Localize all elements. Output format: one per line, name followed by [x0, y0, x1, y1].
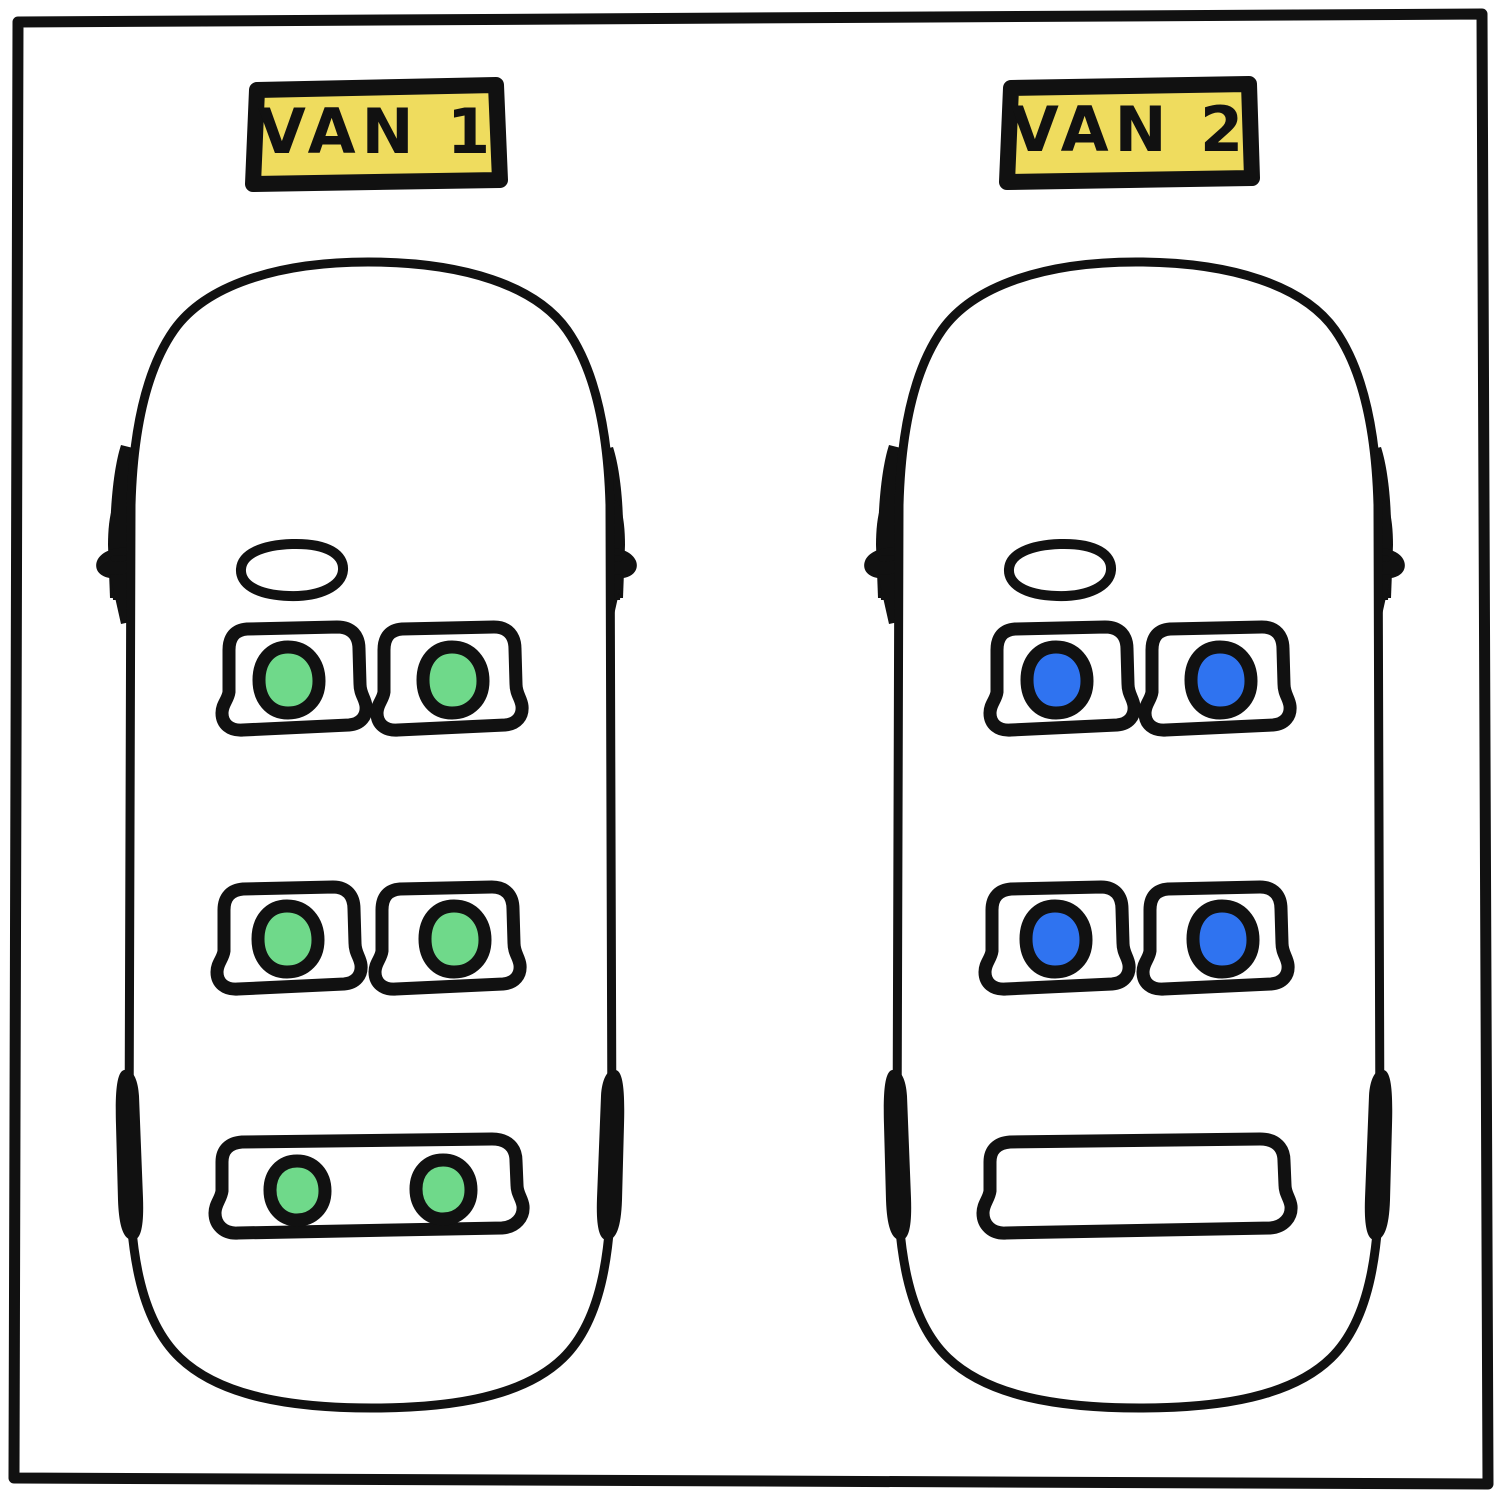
van-2-seat-front-left[interactable] [983, 620, 1141, 737]
van-1-body[interactable] [124, 257, 617, 1413]
van-1-occupant-middle-left [251, 899, 325, 979]
van-1-rear-pillars [115, 1069, 625, 1240]
van-2-seat-front-right[interactable] [1138, 620, 1297, 737]
van-2-label-text: VAN 2 [1011, 93, 1249, 166]
van-1-seat-front-left[interactable] [215, 620, 373, 737]
van-1-steering-wheel-icon [236, 538, 348, 602]
van-1-seat-middle-left[interactable] [210, 880, 368, 996]
van-2-occupant-middle-left [1019, 899, 1093, 979]
van-2-left-rear-pillar [883, 1069, 912, 1240]
van-1-occupant-rear-right [409, 1153, 478, 1226]
van-1-label-text: VAN 1 [258, 95, 496, 168]
van-2-label-box [999, 76, 1260, 190]
van-2-bench-shell [976, 1132, 1298, 1240]
van-2-middle-row[interactable] [978, 880, 1295, 996]
van-2-right-rear-pillar [1364, 1069, 1393, 1240]
van-1-occupant-front-right [416, 640, 490, 720]
van-1-label-plate[interactable]: VAN 1 [245, 77, 508, 192]
van-2-left-mirror-icon [864, 547, 901, 579]
van-1-rear-row[interactable] [208, 1132, 530, 1240]
van-1-group[interactable]: VAN 1 [96, 77, 637, 1413]
van-1-seat-front-right[interactable] [370, 620, 529, 737]
van-1-front-row[interactable] [215, 620, 529, 737]
van-1-middle-row[interactable] [210, 880, 527, 996]
van-1-right-rear-pillar [596, 1069, 625, 1240]
van-1-left-rear-pillar [115, 1069, 144, 1240]
van-1-label-box [245, 77, 508, 192]
van-2-seat-middle-left[interactable] [978, 880, 1136, 996]
van-1-occupant-middle-right [418, 899, 492, 979]
outer-frame [8, 8, 1494, 1490]
van-2-rear-row[interactable] [976, 1132, 1298, 1240]
van-2-occupant-middle-right [1186, 899, 1260, 979]
van-2-occupant-front-right [1184, 640, 1258, 720]
van-1-occupant-rear-left [263, 1154, 332, 1227]
van-2-group[interactable]: VAN 2 [864, 76, 1405, 1413]
van-2-seat-middle-right[interactable] [1136, 880, 1295, 996]
van-1-left-mirror-icon [96, 547, 133, 579]
van-2-front-row[interactable] [983, 620, 1297, 737]
van-1-occupant-front-left [252, 640, 326, 720]
van-2-label-plate[interactable]: VAN 2 [999, 76, 1260, 190]
van-2-rear-pillars [883, 1069, 1393, 1240]
van-2-steering-wheel-icon [1004, 538, 1116, 602]
van-1-seat-middle-right[interactable] [368, 880, 527, 996]
van-2-body[interactable] [892, 257, 1385, 1413]
van-2-occupant-front-left [1020, 640, 1094, 720]
frame-border [8, 8, 1494, 1490]
